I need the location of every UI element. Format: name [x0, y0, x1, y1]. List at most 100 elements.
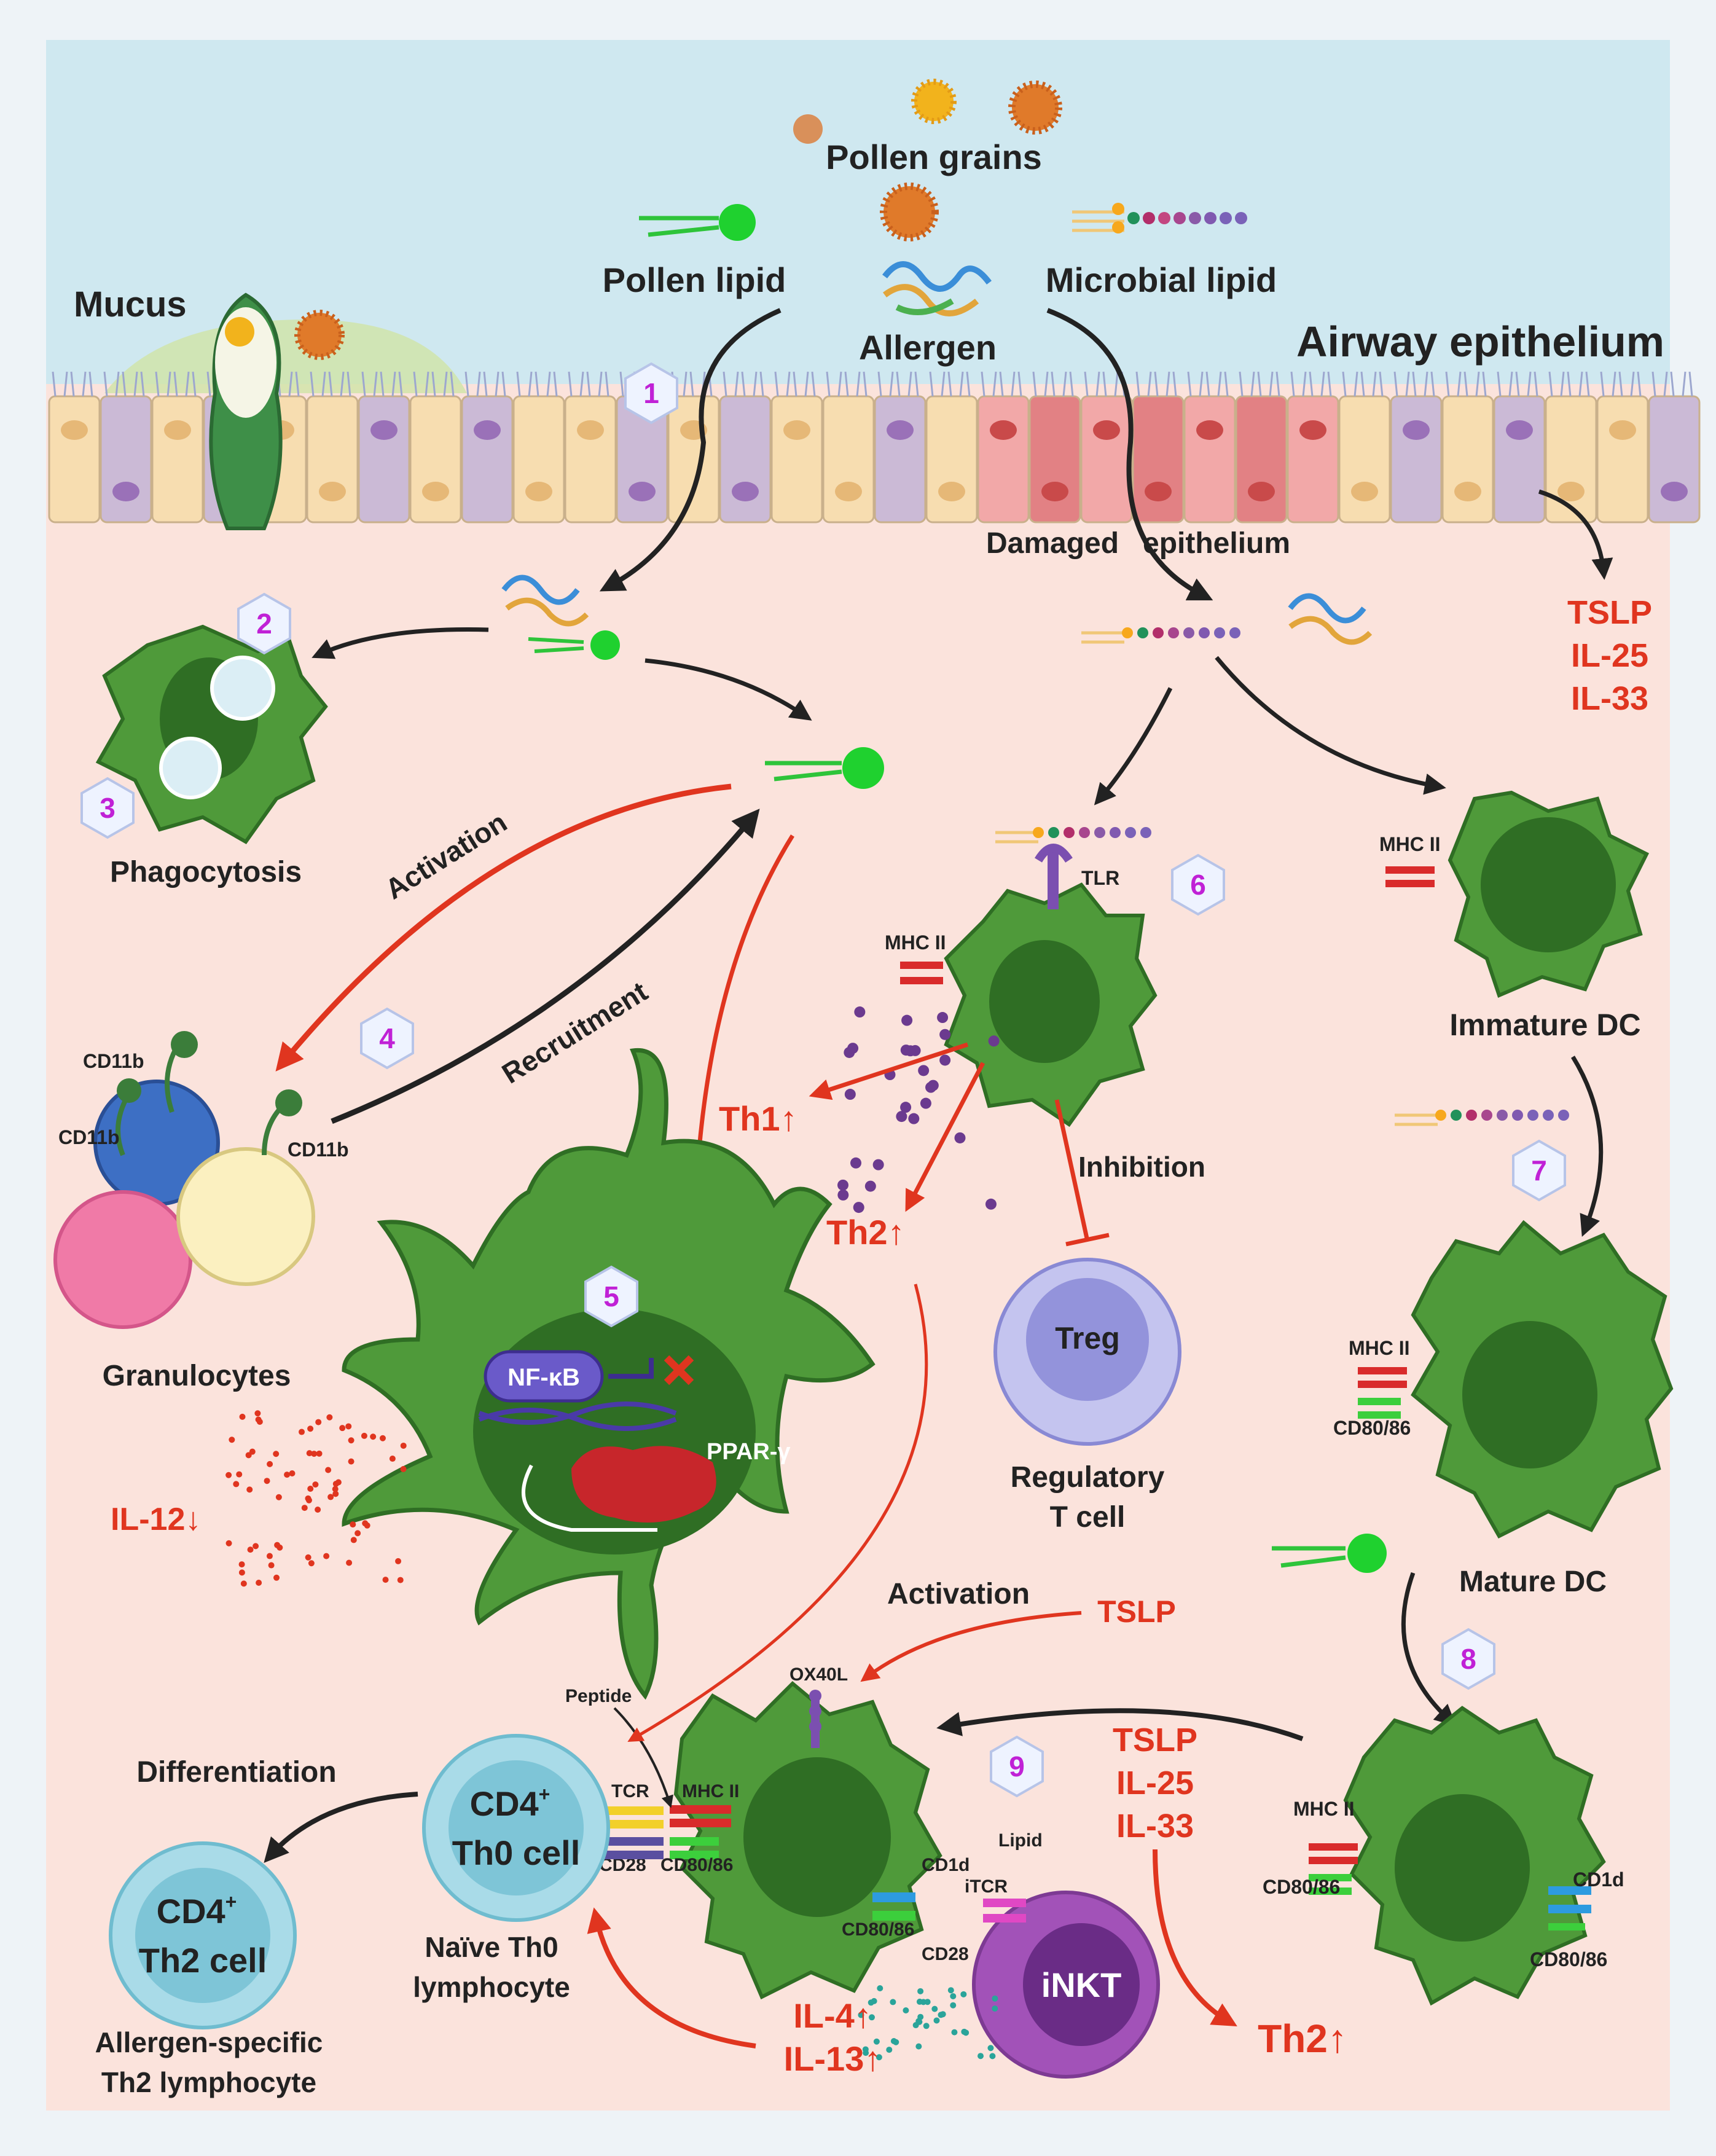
cilia — [122, 371, 127, 397]
cilia — [723, 371, 727, 397]
cd80-label-bottom: CD80/86 — [1263, 1876, 1340, 1898]
cytokine-dot — [954, 1132, 966, 1143]
cilia — [321, 371, 326, 397]
cilia — [1482, 371, 1487, 397]
regulatory-label: Regulatory — [1011, 1461, 1165, 1494]
cilia — [1166, 371, 1170, 397]
cytokine-dot — [238, 1561, 245, 1568]
cd80-label-mature: CD80/86 — [1333, 1417, 1411, 1439]
cytokine-dot — [361, 1432, 367, 1439]
cytokine-dot — [900, 1102, 912, 1113]
tcr-label: TCR — [611, 1781, 649, 1801]
cd11b-label-1: CD11b — [83, 1050, 144, 1072]
epithelial-cell — [1183, 395, 1236, 523]
cytokine-dot — [992, 1995, 998, 2002]
cell-nucleus — [577, 420, 604, 440]
cilia — [804, 371, 809, 397]
step-badge-4: 4 — [360, 1007, 414, 1070]
cytokine-dot — [233, 1481, 240, 1488]
mhc-label-mature: MHC II — [1349, 1337, 1410, 1359]
cell-nucleus — [1041, 482, 1068, 501]
cell-nucleus — [1557, 482, 1585, 501]
cilia — [1600, 371, 1605, 397]
epithelium-label: epithelium — [1143, 527, 1290, 560]
cell-nucleus — [1661, 482, 1688, 501]
step-2-number: 2 — [256, 608, 272, 640]
th0-cd4-label: CD4+ — [470, 1783, 550, 1823]
microbial-lipid-allergen-tissue — [1081, 593, 1373, 645]
cytokine-dot — [332, 1486, 339, 1492]
cytokine-dot — [397, 1577, 404, 1583]
free-pollen-lipid-icon — [765, 747, 884, 789]
cd80-label-right: CD80/86 — [1530, 1948, 1607, 1970]
cytokine-dot — [273, 1574, 280, 1581]
differentiation-arrow — [264, 1792, 418, 1863]
epithelial-cell — [1080, 395, 1133, 523]
cilia — [1275, 371, 1280, 397]
cilia — [1320, 371, 1325, 397]
cilia — [959, 371, 964, 397]
cytokine-dot — [247, 1546, 254, 1553]
mucus-label: Mucus — [74, 284, 187, 324]
cilia — [981, 371, 985, 397]
step8-pollen-lipid — [1272, 1534, 1387, 1573]
cell-nucleus — [164, 420, 191, 440]
nfkb-label: NF-κB — [507, 1364, 580, 1391]
cell-nucleus — [474, 420, 501, 440]
cytokine-dot — [370, 1433, 377, 1440]
cytokine-dot — [305, 1495, 311, 1502]
epithelial-cell — [1441, 395, 1494, 523]
cytokine-dot — [229, 1437, 235, 1443]
cytokine-dot — [267, 1460, 273, 1467]
step-7-number: 7 — [1531, 1154, 1547, 1186]
immature-dc-label: Immature DC — [1449, 1008, 1640, 1042]
cilia — [1147, 371, 1152, 397]
mhc-label-step6: MHC II — [885, 931, 946, 954]
cilia — [966, 371, 971, 397]
cilia — [877, 371, 882, 397]
cilia — [70, 371, 75, 397]
cd4-superscript-th2: + — [225, 1891, 237, 1913]
cilia — [295, 371, 300, 397]
cytokine-release-arrow — [1538, 489, 1613, 580]
cytokine-dot — [931, 2005, 938, 2012]
cilia — [192, 371, 197, 397]
epithelial-cell — [822, 395, 875, 523]
cytokine-dot — [225, 1472, 232, 1478]
cilia — [759, 371, 764, 397]
step-8-number: 8 — [1460, 1643, 1476, 1675]
mature-dc-label: Mature DC — [1459, 1566, 1607, 1598]
cytokine-dot — [335, 1479, 342, 1486]
epithelial-cell — [151, 395, 204, 523]
cd1d-dendritic-cell — [1309, 1706, 1606, 2006]
cytokine-dot — [847, 1043, 859, 1054]
cilia — [947, 371, 952, 397]
cell-nucleus — [990, 420, 1017, 440]
epithelial-cell — [1390, 395, 1443, 523]
pollen-entry-arrow — [599, 308, 782, 592]
cilia — [929, 371, 934, 397]
cilia — [1290, 371, 1295, 397]
cilia — [1032, 371, 1037, 397]
cytokine-dot — [989, 2053, 996, 2060]
cilia — [361, 371, 366, 397]
cilia — [586, 371, 591, 397]
cytokine-dot — [915, 2043, 922, 2050]
cytokine-dots-step6 — [837, 1006, 1000, 1213]
epithelial-cell — [306, 395, 359, 523]
cytokine-dot — [246, 1486, 253, 1493]
cilia — [1342, 371, 1347, 397]
cytokine-dot — [332, 1491, 339, 1497]
cilia — [1445, 371, 1450, 397]
cytokine-dot — [901, 1014, 913, 1026]
th2-cd4-label: CD4+ — [157, 1891, 237, 1931]
cilia — [1217, 371, 1222, 397]
pollen-lipid-icon — [639, 204, 756, 241]
cd28-label-inkt: CD28 — [922, 1944, 969, 1964]
cytokine-dot — [987, 2045, 994, 2052]
epithelial-cell — [48, 395, 101, 523]
cilia — [380, 371, 385, 397]
cytokine-dot — [316, 1450, 323, 1457]
lipid-release-arrow — [644, 658, 812, 721]
